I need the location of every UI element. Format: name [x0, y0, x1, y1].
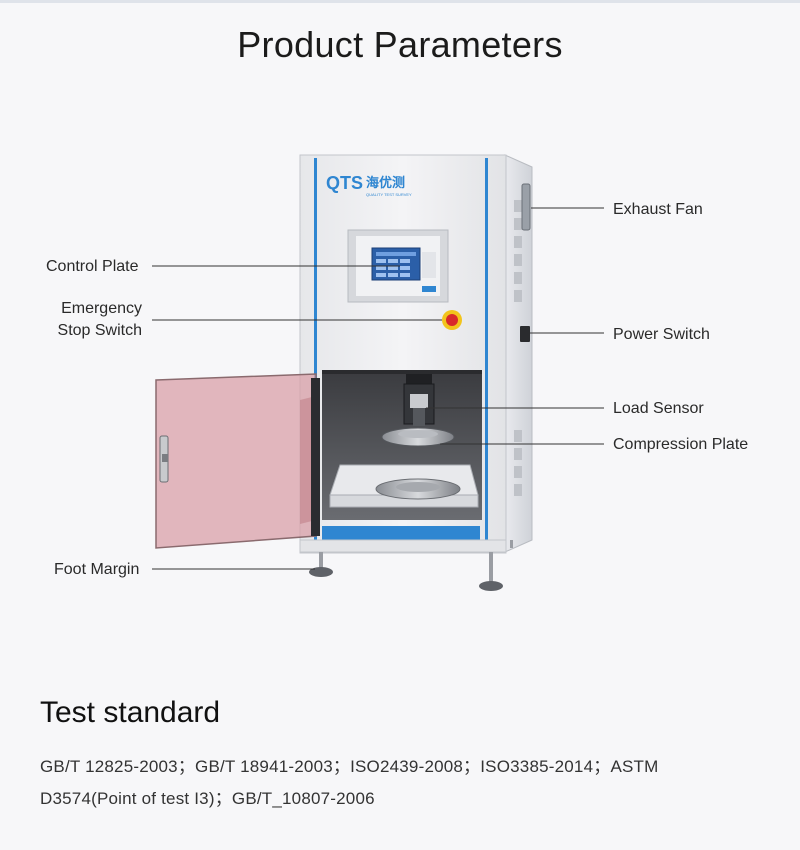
- test-standard-heading: Test standard: [40, 696, 221, 729]
- test-chamber: [322, 370, 482, 520]
- foot-right: [479, 552, 503, 591]
- label-control-plate: Control Plate: [46, 258, 139, 275]
- label-exhaust-fan: Exhaust Fan: [613, 201, 703, 218]
- exhaust-fan: [521, 183, 531, 231]
- logo-sub: QUALITY TEST SURVEY: [366, 192, 412, 197]
- foot-back: [510, 540, 513, 548]
- emergency-stop-button[interactable]: [442, 310, 462, 330]
- label-emergency-line2: Stop Switch: [57, 322, 142, 339]
- label-power-switch: Power Switch: [613, 326, 710, 343]
- test-standard-line1: GB/T 12825-2003；GB/T 18941-2003；ISO2439-…: [40, 757, 659, 776]
- brand-logo: QTS 海优测 QUALITY TEST SURVEY: [326, 173, 412, 197]
- top-strip: [0, 0, 800, 3]
- label-emergency-line1: Emergency: [61, 300, 142, 317]
- side-panel: [504, 154, 533, 553]
- test-standard-line2: D3574(Point of test I3)；GB/T_10807-2006: [40, 789, 375, 808]
- label-compression-plate: Compression Plate: [613, 436, 749, 453]
- label-emergency-stop: Emergency Stop Switch: [40, 298, 142, 342]
- chamber-door[interactable]: [155, 373, 320, 549]
- label-foot-margin: Foot Margin: [54, 561, 140, 578]
- logo-mark: QTS: [326, 173, 363, 193]
- foot-left: [309, 552, 333, 577]
- test-standard-list: GB/T 12825-2003；GB/T 18941-2003；ISO2439-…: [40, 751, 770, 815]
- product-figure: QTS 海优测 QUALITY TEST SURVEY: [152, 154, 604, 591]
- leader-lines: [152, 207, 604, 570]
- page-title: Product Parameters: [237, 24, 563, 65]
- logo-cn: 海优测: [366, 175, 405, 191]
- power-switch[interactable]: [520, 326, 530, 342]
- label-load-sensor: Load Sensor: [613, 400, 704, 417]
